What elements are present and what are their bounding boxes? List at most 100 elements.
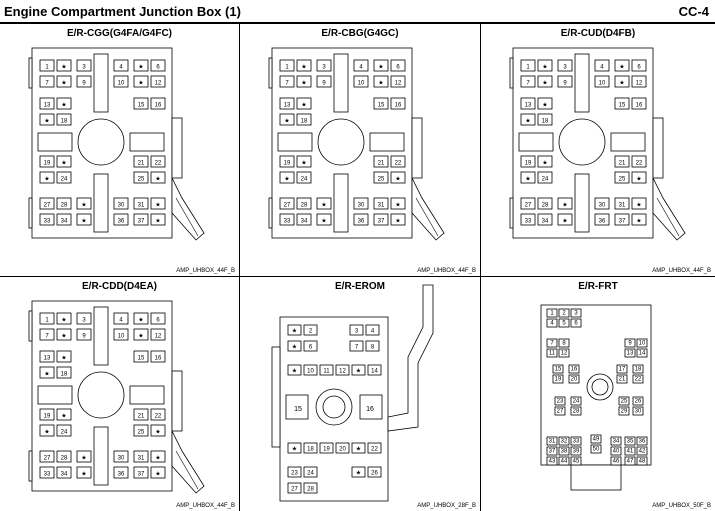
fuse-cell	[390, 97, 406, 110]
fuse-cell	[537, 155, 553, 168]
fuse-label: ★	[636, 218, 641, 225]
fuse: 22	[631, 155, 647, 168]
fuse-label: ★	[61, 102, 66, 109]
fuse-cell	[624, 338, 636, 348]
fuse-cell	[351, 466, 366, 478]
fuse: 7	[39, 328, 55, 341]
relay-block	[574, 53, 590, 113]
fuse: 12	[631, 75, 647, 88]
fuse-label: 9	[628, 341, 632, 347]
relay-block	[277, 132, 313, 152]
fuse: 13	[624, 348, 636, 358]
fuse-label: 15	[138, 356, 145, 362]
fuse-cell	[133, 97, 149, 110]
fuse-label: ★	[378, 80, 383, 87]
fuse-cell	[390, 75, 406, 88]
fuse: ★	[39, 171, 55, 184]
fuse-cell	[520, 113, 536, 126]
fuse-cell	[537, 197, 553, 210]
fuse-label: ★	[81, 202, 86, 209]
fuse: 15	[133, 97, 149, 110]
fuse-label: 18	[307, 447, 314, 453]
fuse-cell	[351, 364, 366, 376]
fuse: 11	[546, 348, 558, 358]
fuse: 14	[367, 364, 382, 376]
fuse-cell	[76, 328, 92, 341]
fuse-label: 49	[593, 437, 600, 443]
fuse-label: 43	[549, 459, 556, 465]
fuse: 28	[570, 406, 582, 416]
fuse-cell	[632, 406, 644, 416]
fuse-label: 28	[542, 203, 549, 209]
fuse: ★	[316, 213, 332, 226]
fuse-cell	[56, 97, 72, 110]
fuse-cell	[56, 424, 72, 437]
fuse-label: 30	[635, 409, 642, 415]
fuse-label: 34	[613, 439, 620, 445]
fuse-cell	[610, 436, 622, 446]
fuse-cell	[133, 408, 149, 421]
fuse: ★	[287, 324, 302, 336]
fuse-label: 16	[155, 103, 162, 109]
fuse-label: 6	[574, 321, 578, 327]
fuse-cell	[316, 213, 332, 226]
fuse-cell	[557, 213, 573, 226]
fuse-label: ★	[356, 368, 361, 375]
fuse-label: 3	[82, 65, 86, 71]
fuse-cell	[133, 75, 149, 88]
fuse: 36	[113, 213, 129, 226]
fuse-label: 15	[619, 103, 626, 109]
fuse-label: 33	[525, 219, 532, 225]
fuse: ★	[351, 442, 366, 454]
fuse-label: 13	[44, 356, 51, 362]
fuse: 24	[296, 171, 312, 184]
fuse-label: 9	[563, 81, 567, 87]
fuse-cell	[520, 213, 536, 226]
fuse-cell	[319, 442, 334, 454]
panel-title: E/R-CDD(D4EA)	[82, 281, 157, 292]
fuse: 10	[303, 364, 318, 376]
fuse-label: 13	[284, 103, 291, 109]
fuse: 12	[390, 75, 406, 88]
fuse-label: ★	[81, 455, 86, 462]
fuse-cell	[287, 340, 302, 352]
fuse-label: 18	[61, 372, 68, 378]
fuse: 19	[319, 442, 334, 454]
fuse: ★	[520, 171, 536, 184]
side-bracket	[171, 370, 183, 432]
fuse-label: 11	[549, 351, 556, 357]
fuse-cell	[335, 364, 350, 376]
fuse-cell	[557, 197, 573, 210]
fuse-cell	[279, 113, 295, 126]
fuse: 11	[319, 364, 334, 376]
fuse-cell	[39, 171, 55, 184]
fuse: 36	[594, 213, 610, 226]
fuse-label: 27	[525, 203, 532, 209]
fuse-cell	[56, 366, 72, 379]
fuse-cell	[287, 466, 302, 478]
fuse: 18	[296, 113, 312, 126]
fuse-cell	[150, 97, 166, 110]
fuse-cell	[614, 155, 630, 168]
fuse: 40	[610, 446, 622, 456]
fuse-label: 18	[542, 119, 549, 125]
fuse: 37	[133, 466, 149, 479]
fuse: 8	[558, 338, 570, 348]
fuse-cell	[133, 213, 149, 226]
fuse: 4	[365, 324, 380, 336]
fuse: 10	[594, 75, 610, 88]
fuse: 13	[520, 97, 536, 110]
fuse-cell	[373, 59, 389, 72]
fuse-label: 38	[561, 449, 568, 455]
fuse-cell	[554, 406, 566, 416]
page-header: Engine Compartment Junction Box (1) CC-4	[0, 0, 715, 24]
fuse: ★	[133, 59, 149, 72]
fuse-label: ★	[138, 64, 143, 71]
fuse: 34	[296, 213, 312, 226]
fuse: 6	[390, 59, 406, 72]
fuse-cell	[133, 350, 149, 363]
relay-block	[333, 173, 349, 233]
fuse-cell	[303, 466, 318, 478]
fuse: 30	[113, 450, 129, 463]
fuse: 20	[335, 442, 350, 454]
